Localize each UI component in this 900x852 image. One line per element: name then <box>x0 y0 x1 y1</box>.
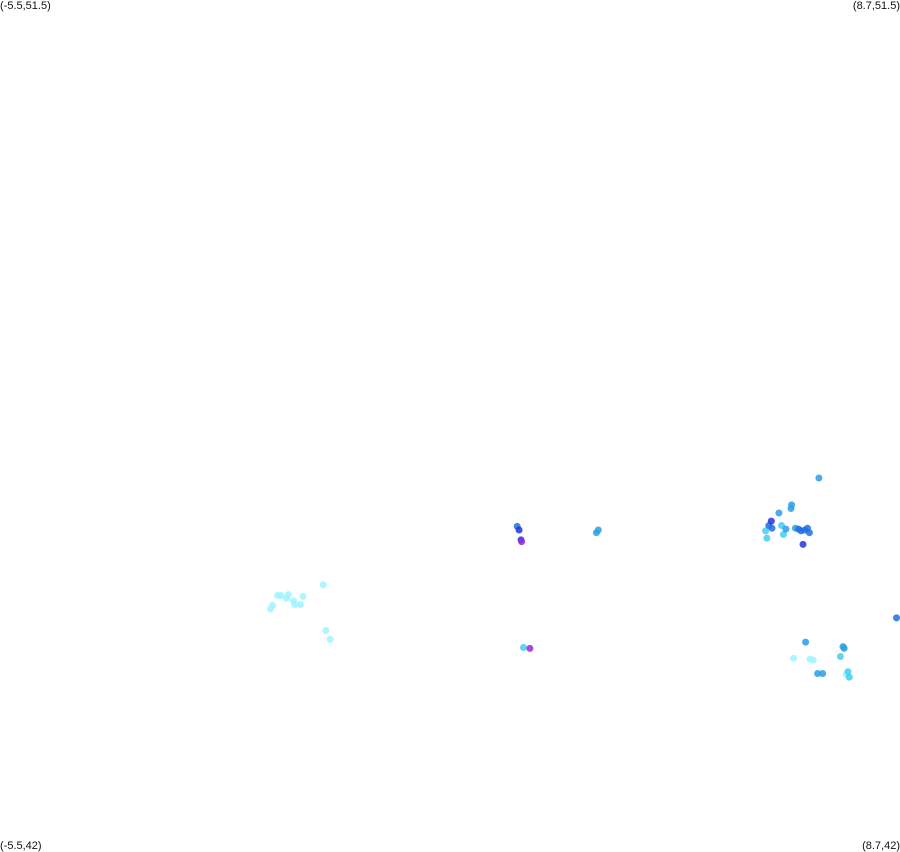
map-point <box>299 592 307 600</box>
map-point <box>319 581 327 589</box>
map-point <box>779 531 787 538</box>
map-point <box>284 591 292 599</box>
map-point <box>799 540 807 548</box>
map-point <box>844 668 852 676</box>
map-point <box>291 601 299 608</box>
map-point <box>296 601 304 608</box>
map-point <box>788 501 796 509</box>
map-point <box>782 525 790 533</box>
map-point <box>775 509 783 517</box>
corner-label-top-right: (8.7,51.5) <box>852 0 900 12</box>
map-point <box>322 627 330 634</box>
map-point <box>520 644 527 651</box>
map-point <box>809 656 817 664</box>
map-point <box>805 529 813 537</box>
map-point <box>819 670 827 677</box>
map-point <box>815 474 823 482</box>
map-point <box>518 538 526 546</box>
corner-label-bottom-left: (-5.5,42) <box>0 840 42 852</box>
map-point <box>526 644 534 652</box>
map-point <box>893 614 900 622</box>
map-point <box>326 635 334 643</box>
map-point <box>836 653 844 660</box>
map-point <box>762 527 770 535</box>
map-point <box>768 524 776 532</box>
corner-label-bottom-right: (8.7,42) <box>862 840 900 852</box>
map-point <box>790 654 797 662</box>
map-point <box>594 526 602 534</box>
map-point <box>515 526 523 534</box>
map-point <box>269 601 276 609</box>
map-point <box>814 670 822 677</box>
map-point <box>277 592 285 599</box>
map-point <box>845 673 853 681</box>
map-point <box>802 638 810 646</box>
map-point <box>840 644 848 652</box>
map-point <box>767 517 775 525</box>
corner-label-top-left: (-5.5,51.5) <box>0 0 51 12</box>
map-point <box>763 534 771 542</box>
